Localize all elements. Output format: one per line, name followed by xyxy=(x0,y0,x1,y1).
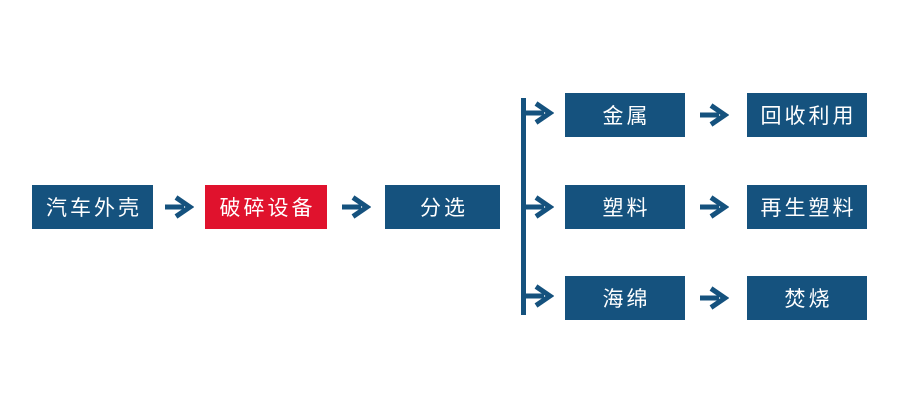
node-plastic: 塑料 xyxy=(565,185,685,229)
node-metal: 金属 xyxy=(565,93,685,137)
arrow-right-icon xyxy=(165,195,194,219)
branch-arrow-right-icon xyxy=(525,284,554,308)
arrow-right-icon xyxy=(342,195,371,219)
node-recycling-reuse: 回收利用 xyxy=(747,93,867,137)
arrow-right-icon xyxy=(700,195,729,219)
node-recycled-plastic: 再生塑料 xyxy=(747,185,867,229)
arrow-right-icon xyxy=(700,286,729,310)
node-car-shell: 汽车外壳 xyxy=(32,185,153,229)
node-sorting: 分选 xyxy=(385,185,500,229)
branch-arrow-right-icon xyxy=(525,101,554,125)
branch-arrow-right-icon xyxy=(525,195,554,219)
node-crushing-equipment: 破碎设备 xyxy=(205,185,327,229)
branch-connector-line xyxy=(521,98,526,315)
node-incineration: 焚烧 xyxy=(747,276,867,320)
node-sponge: 海绵 xyxy=(565,276,685,320)
arrow-right-icon xyxy=(700,103,729,127)
